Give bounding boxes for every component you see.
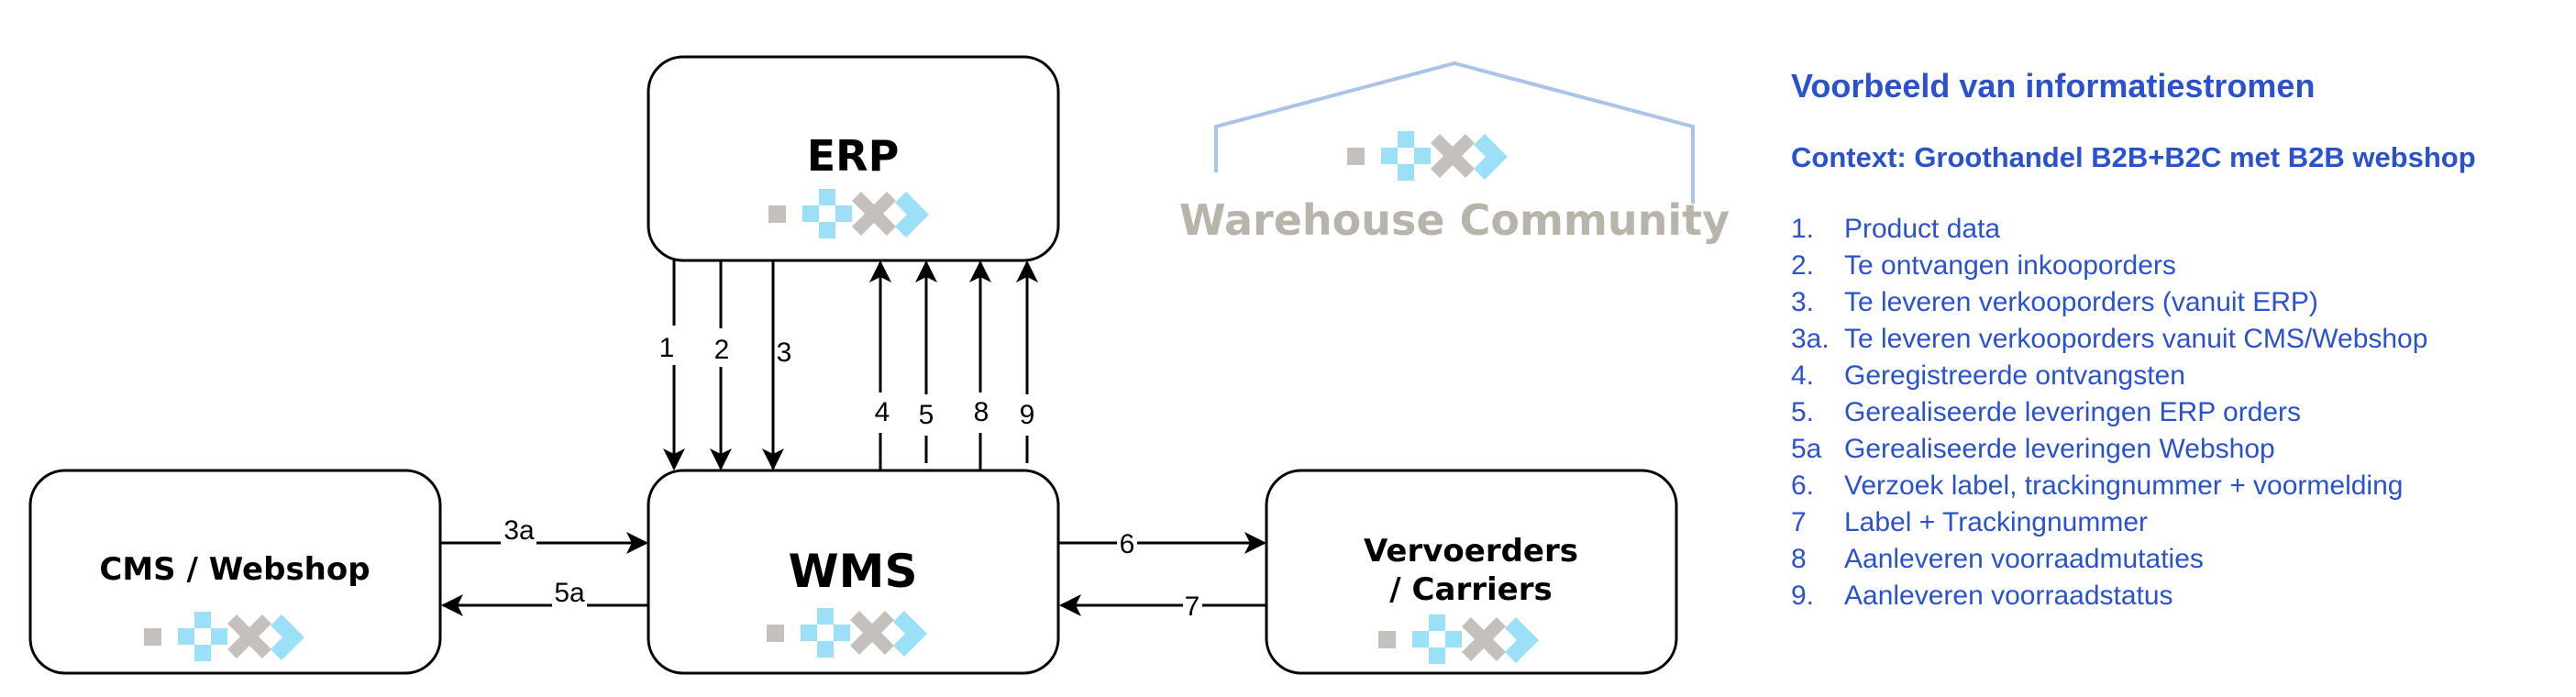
erp-label: ERP bbox=[807, 131, 900, 181]
flow-label-2: 2 bbox=[714, 335, 730, 365]
legend-item-text: Te leveren verkooporders vanuit CMS/Webs… bbox=[1844, 324, 2428, 354]
legend-item: 8 Aanleveren voorraadmutaties bbox=[1791, 541, 2476, 578]
flow-label-5a: 5a bbox=[554, 578, 585, 608]
flow-label-4: 4 bbox=[875, 397, 890, 427]
legend-item: 5a Gerealiseerde leveringen Webshop bbox=[1791, 431, 2476, 468]
carriers-label-line2: / Carriers bbox=[1389, 571, 1552, 608]
legend-item-number: 8 bbox=[1791, 544, 1807, 574]
flow-arrow-8: 8 bbox=[969, 260, 991, 470]
warehouse-community-logo: Warehouse Community bbox=[1179, 61, 1730, 245]
flow-arrow-4: 4 bbox=[869, 260, 891, 470]
flow-arrow-5a: 5a bbox=[441, 578, 648, 616]
flow-label-7: 7 bbox=[1185, 592, 1200, 622]
flow-arrow-7: 7 bbox=[1059, 592, 1266, 622]
flow-arrow-2: 2 bbox=[710, 260, 732, 470]
legend-item-text: Product data bbox=[1844, 214, 2001, 244]
legend-item-number: 5. bbox=[1791, 397, 1815, 427]
legend-item: 1. Product data bbox=[1791, 211, 2476, 248]
legend-item-number: 9. bbox=[1791, 581, 1815, 611]
legend-item-number: 3. bbox=[1791, 287, 1815, 317]
legend-item-text: Aanleveren voorraadstatus bbox=[1844, 581, 2173, 611]
legend-item-text: Gerealiseerde leveringen Webshop bbox=[1844, 434, 2275, 464]
legend-item: 7 Label + Trackingnummer bbox=[1791, 504, 2476, 541]
carriers-system-box: Vervoerders / Carriers bbox=[1265, 469, 1678, 675]
legend-item: 3a. Te leveren verkooporders vanuit CMS/W… bbox=[1791, 321, 2476, 358]
flow-arrow-6: 6 bbox=[1058, 529, 1266, 559]
legend-title: Voorbeeld van informatiestromen bbox=[1791, 67, 2316, 105]
flow-label-6: 6 bbox=[1120, 529, 1135, 559]
legend-item: 4. Geregistreerde ontvangsten bbox=[1791, 358, 2476, 394]
legend-item-text: Label + Trackingnummer bbox=[1844, 507, 2148, 537]
flow-arrow-9: 9 bbox=[1016, 260, 1038, 463]
legend-item: 3. Te leveren verkooporders (vanuit ERP) bbox=[1791, 284, 2476, 321]
flow-label-3: 3 bbox=[777, 337, 792, 368]
legend-item-text: Te leveren verkooporders (vanuit ERP) bbox=[1844, 287, 2318, 317]
wms-system-box: WMS bbox=[647, 469, 1060, 675]
wms-label: WMS bbox=[789, 545, 918, 598]
flow-label-5: 5 bbox=[919, 400, 934, 430]
legend-item-text: Geregistreerde ontvangsten bbox=[1844, 360, 2185, 391]
legend-item-text: Verzoek label, trackingnummer + voormeld… bbox=[1844, 470, 2404, 501]
flow-arrow-3a: 3a bbox=[440, 515, 648, 554]
legend-item-number: 7 bbox=[1791, 507, 1807, 537]
flow-arrow-5: 5 bbox=[915, 260, 937, 463]
cms-webshop-system-box: CMS / Webshop bbox=[28, 469, 442, 675]
legend-item-number: 4. bbox=[1791, 360, 1815, 391]
legend-item-text: Aanleveren voorraadmutaties bbox=[1844, 544, 2204, 574]
legend-item-number: 6. bbox=[1791, 470, 1815, 501]
legend-item-number: 2. bbox=[1791, 250, 1815, 281]
legend-item-text: Gerealiseerde leveringen ERP orders bbox=[1844, 397, 2302, 427]
legend-item: 6. Verzoek label, trackingnummer + voorme… bbox=[1791, 468, 2476, 504]
legend-item-number: 3a. bbox=[1791, 324, 1830, 354]
flow-label-8: 8 bbox=[974, 397, 989, 427]
legend-item-number: 1. bbox=[1791, 214, 1815, 244]
warehouse-community-mark-icon bbox=[1347, 131, 1508, 181]
legend-item: 9. Aanleveren voorraadstatus bbox=[1791, 578, 2476, 614]
flow-arrow-1: 1 bbox=[659, 260, 685, 470]
flow-label-1: 1 bbox=[659, 333, 675, 363]
flow-label-3a: 3a bbox=[503, 515, 535, 546]
legend-list: 1. Product data 2. Te ontvangen inkooporde… bbox=[1791, 211, 2476, 614]
cms-webshop-label: CMS / Webshop bbox=[99, 551, 370, 588]
legend-item-text: Te ontvangen inkooporders bbox=[1844, 250, 2176, 281]
legend-subtitle: Context: Groothandel B2B+B2C met B2B web… bbox=[1791, 141, 2476, 173]
legend-item-number: 5a bbox=[1791, 434, 1822, 464]
carriers-label-line1: Vervoerders bbox=[1364, 533, 1578, 570]
legend-item: 5. Gerealiseerde leveringen ERP orders bbox=[1791, 394, 2476, 431]
erp-system-box: ERP bbox=[647, 55, 1060, 262]
flow-label-9: 9 bbox=[1020, 400, 1035, 430]
warehouse-community-wordmark: Warehouse Community bbox=[1179, 195, 1730, 245]
flow-arrow-3: 3 bbox=[762, 260, 792, 470]
legend-item: 2. Te ontvangen inkooporders bbox=[1791, 248, 2476, 284]
flow-diagram: ERP WMS CMS / Webshop Vervoerders / Carr… bbox=[28, 55, 1730, 675]
legend-panel: Voorbeeld van informatiestromen Context:… bbox=[1791, 66, 2476, 614]
house-outline-icon bbox=[1214, 61, 1695, 204]
